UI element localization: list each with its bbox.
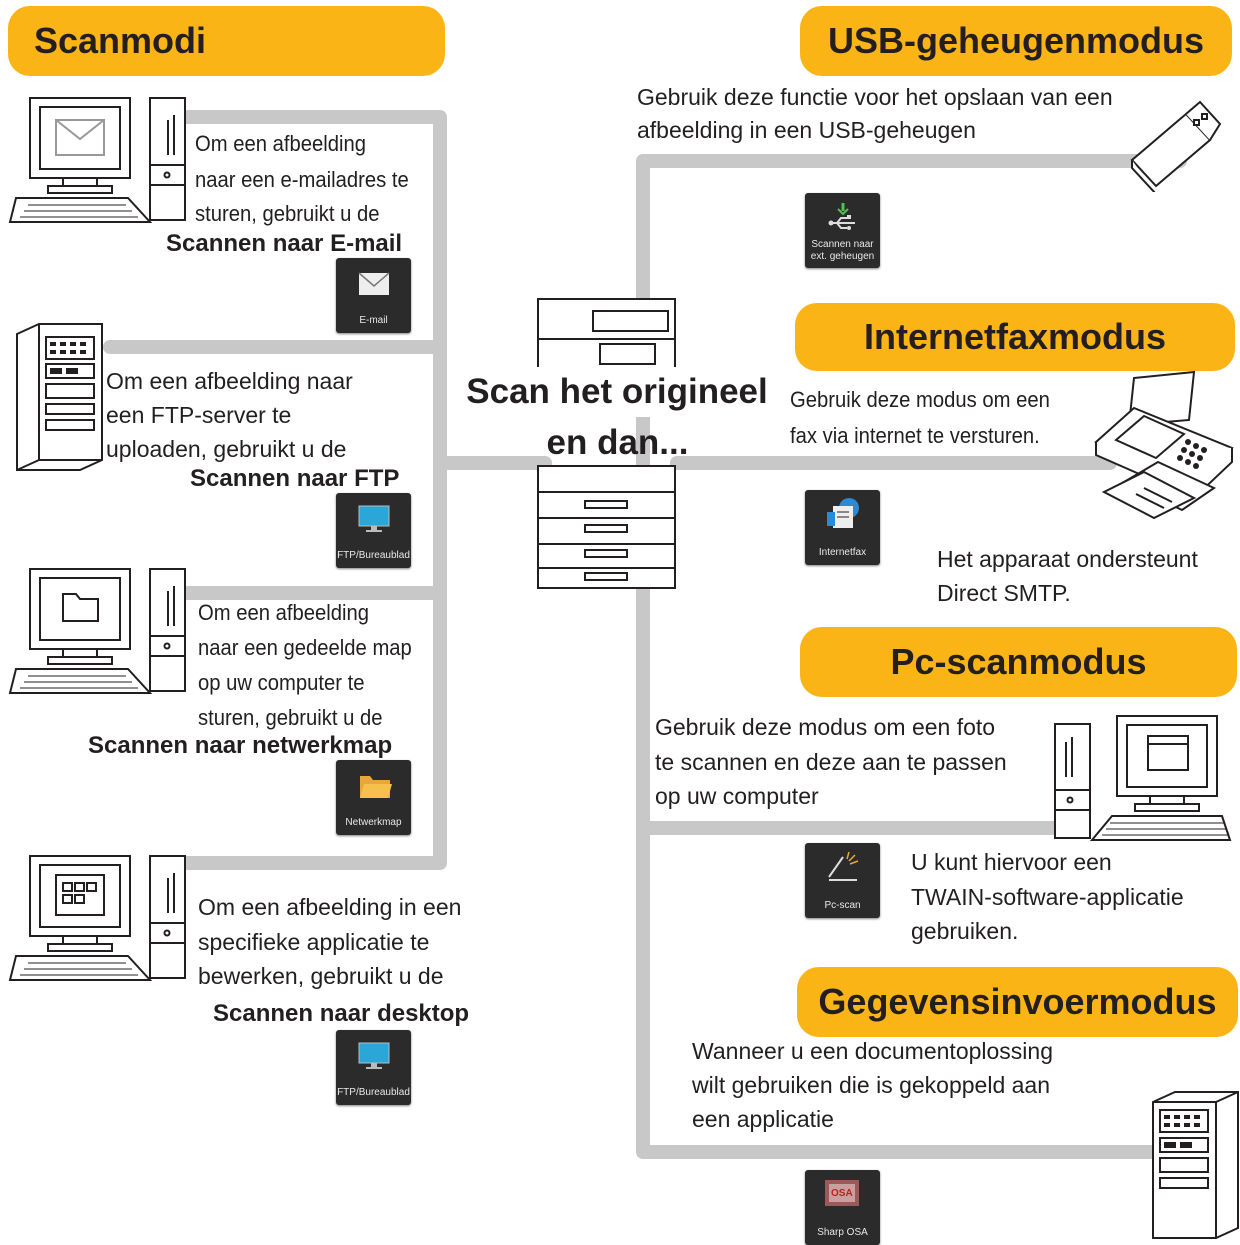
ftp-desc-3: uploaden, gebruikt u de [106,436,347,462]
ftp-desc-1: Om een afbeelding naar [106,368,353,394]
pc-scan-button[interactable]: Pc-scan [805,843,880,918]
dataentry-desc-3: een applicatie [692,1106,834,1132]
ftp-desktop-button[interactable]: FTP/Bureaublad [336,493,411,568]
internet-fax-button[interactable]: Internetfax [805,490,880,565]
dataentry-desc-2: wilt gebruiken die is gekoppeld aan [692,1072,1051,1098]
usb-desc-2: afbeelding in een USB-geheugen [637,117,976,143]
computer-folder-icon [8,568,186,694]
internet-fax-button-label: Internetfax [818,547,867,558]
server-ftp-icon [16,323,103,471]
sharp-osa-button[interactable]: OSA Sharp OSA [805,1170,880,1245]
monitor-icon [358,505,390,532]
ftp-desktop-button-2-label: FTP/Bureaublad [337,1087,410,1098]
ifax-note-1: Het apparaat ondersteunt [937,546,1198,572]
scanner-icon [828,851,859,881]
email-desc-2: naar een e-mailadres te [195,167,409,192]
pc-scan-header: Pc-scanmodus [800,627,1237,697]
center-title-line1: Scan het origineel [466,372,768,411]
email-desc-3: sturen, gebruikt u de [195,201,380,226]
computer-app-icon [8,855,186,981]
scanmodi-header: Scanmodi [8,6,445,76]
netfolder-desc-3: op uw computer te [198,670,365,695]
desktop-mode-name: Scannen naar desktop [213,1000,470,1027]
pcscan-desc-3: op uw computer [655,783,819,809]
fax-machine-icon [1094,370,1234,520]
usb-mode-header: USB-geheugenmodus [800,6,1232,76]
usb-scan-button-label-2: ext. geheugen [810,251,875,262]
pc-scan-button-label: Pc-scan [824,900,861,911]
ftp-desktop-button-2[interactable]: FTP/Bureaublad [336,1030,411,1105]
computer-pc-scan-icon [1054,715,1232,841]
monitor-icon [358,1042,390,1069]
ifax-note-2: Direct SMTP. [937,580,1071,606]
network-folder-button-label: Netwerkmap [345,817,402,828]
usb-scan-button-label-1: Scannen naar [811,239,874,250]
internet-fax-icon [827,498,859,528]
desktop-desc-1: Om een afbeelding in een [198,894,462,920]
center-subtitle: en dan... [535,418,700,468]
svg-text:OSA: OSA [831,1188,853,1199]
usb-icon [828,203,855,230]
server-data-icon [1152,1091,1239,1239]
email-button-label: E-mail [359,315,388,326]
computer-email-icon [8,97,186,223]
dataentry-desc-1: Wanneer u een documentoplossing [692,1038,1053,1064]
sharp-osa-button-label: Sharp OSA [817,1227,868,1238]
pcscan-desc-1: Gebruik deze modus om een foto [655,714,996,740]
pcscan-note-2: TWAIN-software-applicatie [911,884,1184,910]
email-button[interactable]: E-mail [336,258,411,333]
email-desc-1: Om een afbeelding [195,131,367,156]
data-entry-header: Gegevensinvoermodus [797,967,1238,1037]
sharp-osa-icon: OSA [825,1180,859,1206]
desktop-desc-2: specifieke applicatie te [198,929,430,955]
network-folder-button[interactable]: Netwerkmap [336,760,411,835]
usb-stick-icon [1130,100,1222,192]
ifax-desc-1: Gebruik deze modus om een [790,387,1050,412]
ftp-desc-2: een FTP-server te [106,402,292,428]
internet-fax-header: Internetfaxmodus [795,303,1235,371]
email-mode-name: Scannen naar E-mail [166,230,403,257]
pcscan-note-3: gebruiken. [911,918,1019,944]
center-title-line2: en dan... [546,423,689,462]
printer-icon [537,298,676,589]
ftp-mode-name: Scannen naar FTP [190,465,400,492]
usb-scan-button[interactable]: Scannen naar ext. geheugen [805,193,880,268]
mail-icon [358,272,390,295]
ftp-desktop-button-label: FTP/Bureaublad [337,550,410,561]
pcscan-desc-2: te scannen en deze aan te passen [655,749,1007,775]
pcscan-note-1: U kunt hiervoor een [911,849,1112,875]
usb-desc-1: Gebruik deze functie voor het opslaan va… [637,84,1113,110]
netfolder-mode-name: Scannen naar netwerkmap [88,732,393,759]
folder-icon [360,776,392,798]
netfolder-desc-2: naar een gedeelde map [198,635,412,660]
netfolder-desc-1: Om een afbeelding [198,600,370,625]
desktop-desc-3: bewerken, gebruikt u de [198,963,444,989]
center-title: Scan het origineel [452,367,782,417]
netfolder-desc-4: sturen, gebruikt u de [198,705,383,730]
ifax-desc-2: fax via internet te versturen. [790,423,1040,448]
